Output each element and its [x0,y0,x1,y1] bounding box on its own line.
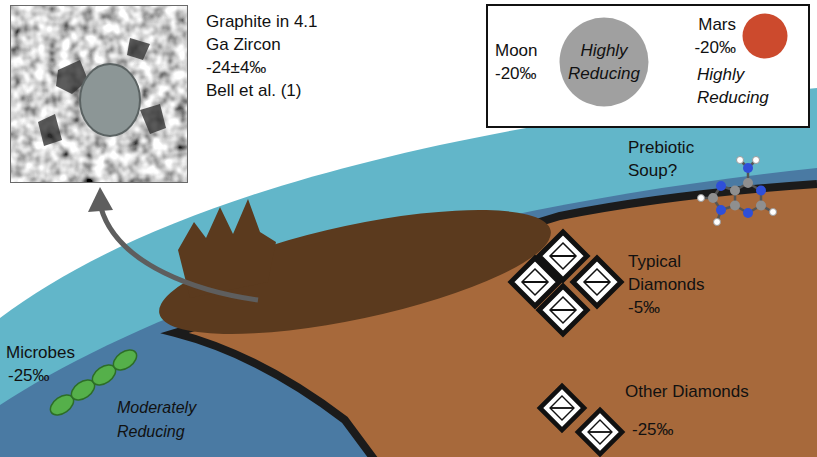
dark-phase [140,104,166,134]
molecule-bonds [701,160,773,222]
magma-body [150,184,561,359]
isotope-value: -5‰ [628,296,660,319]
caption-column: Graphite in 4.1 Ga Zircon-24±4‰Bell et a… [206,10,322,102]
diamond-symbol [578,410,622,454]
reservoir-label: Other Diamonds [625,380,749,403]
hydrogen-atom [698,195,705,202]
zircon-caption: Graphite in 4.1 Ga Zircon [206,10,322,56]
carbon-atom [756,201,766,211]
adenine-molecule [698,157,777,226]
carbon-atom [730,201,740,211]
reservoir-label: Microbes [6,341,75,364]
mars-disc: Mars -20‰Highly Reducing [742,13,788,59]
zircon-image: Graphite in 4.1 Ga Zircon-24±4‰Bell et a… [10,5,188,183]
diamond-symbol [573,258,621,306]
isotope-value: -25‰ [8,364,50,387]
isotope-value: -24±4‰ [206,56,322,79]
hydrogen-atom [753,157,760,164]
nitrogen-atom [716,181,726,191]
disc-fill [743,14,788,59]
moon-disc: Moon -20‰Highly Reducing [559,17,649,107]
diamond-symbol [539,286,587,334]
microbe-cell [110,346,140,374]
arrow-head [88,187,113,212]
body-name: Mars -20‰ [686,13,736,59]
dark-phase [127,38,150,60]
disc-fill [560,18,649,107]
reservoir-label: Prebiotic Soup? [628,136,716,182]
diamond-symbol [540,386,584,430]
nitrogen-atom [716,205,726,215]
hydrogen-atom [737,157,744,164]
inset-box [487,5,809,127]
zircon-texture [10,5,188,183]
disc-outline [742,13,788,59]
redox-note: Highly Reducing [564,39,644,85]
body-name: Moon -20‰ [495,39,551,85]
nitrogen-atom [756,186,766,196]
hydrogen-atom [770,209,777,216]
source-arrow [101,208,258,300]
carbon-atom [708,193,718,203]
reservoir-label: Typical Diamonds [628,250,720,296]
nitrogen-atom [743,163,753,173]
zircon-micrograph [10,5,188,183]
graphite-inclusion [80,64,140,136]
citation: Bell et al. (1) [206,79,322,102]
nitrogen-atom [743,208,753,218]
redox-note: Moderately Reducing [117,396,209,444]
dark-phase [38,114,62,146]
carbon-atom [743,178,753,188]
carbon-atom [730,186,740,196]
redox-note: Highly Reducing [697,63,777,109]
hydrogen-atom [714,219,721,226]
disc-outline [559,17,649,107]
isotope-value: -25‰ [632,418,674,441]
